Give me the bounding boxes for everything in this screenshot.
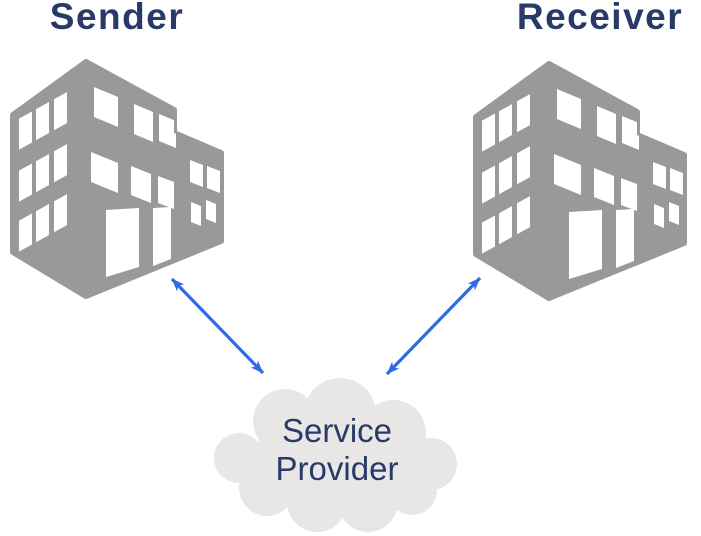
service-provider-cloud-icon [214,378,457,532]
receiver-label: Receiver [516,0,684,37]
service-provider-label: Service Provider [275,412,399,487]
sender-to-provider-arrow [170,277,265,375]
sender-label: Sender [49,0,185,37]
receiver-to-provider-arrow [385,276,482,376]
